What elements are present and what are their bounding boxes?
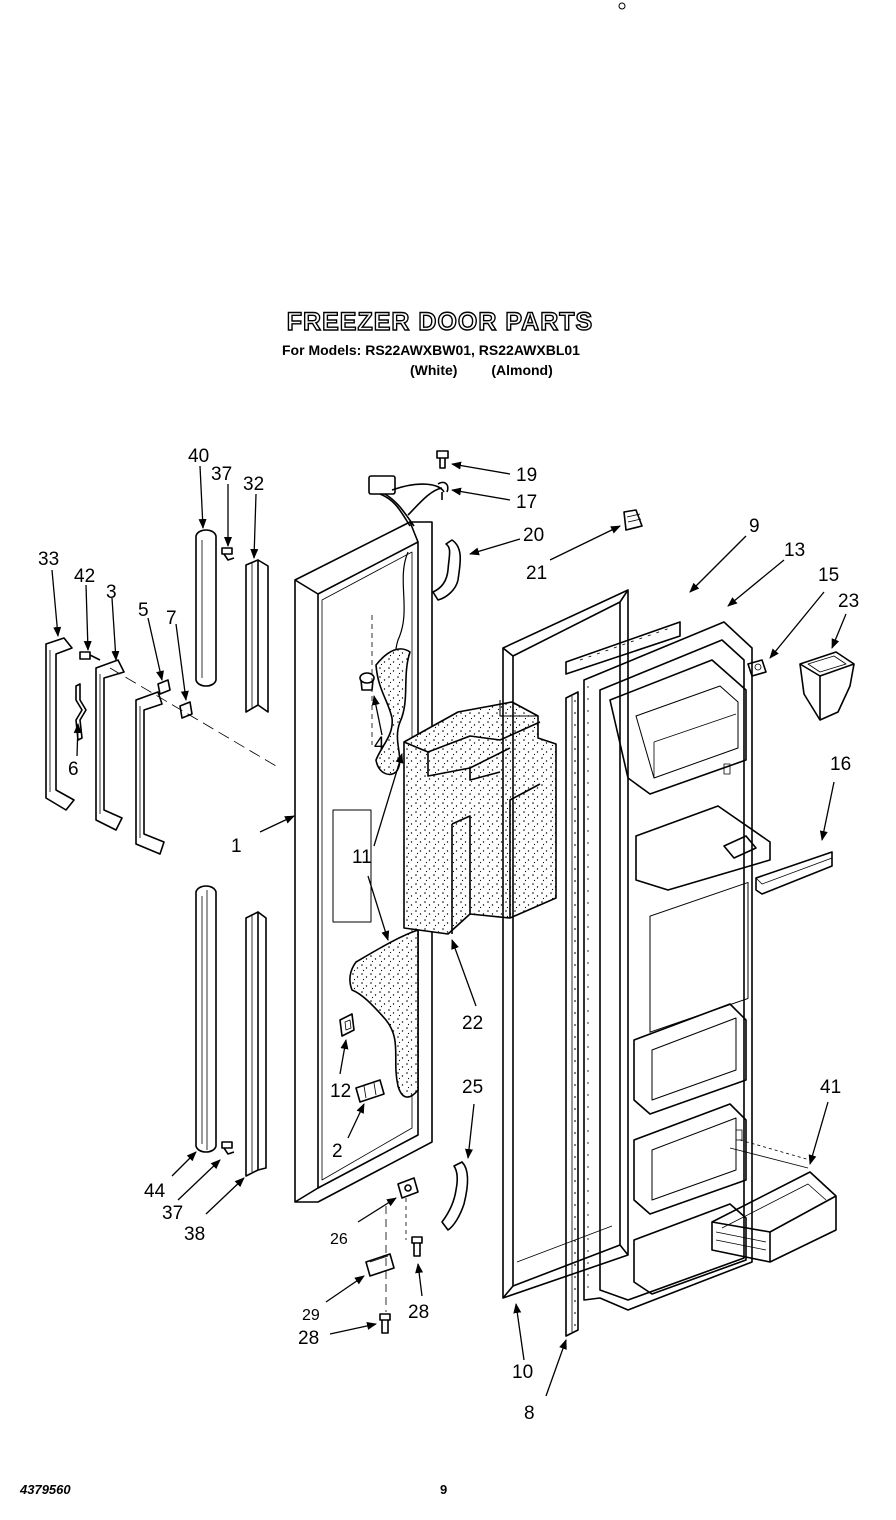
callout-23: 23 xyxy=(838,591,859,612)
foam-insulation-lower xyxy=(349,929,419,1098)
callout-10: 10 xyxy=(512,1362,533,1383)
bracket-12 xyxy=(339,1013,355,1037)
callout-2: 2 xyxy=(332,1141,343,1162)
handle-bracket-33 xyxy=(45,637,75,811)
handle-bracket-3 xyxy=(95,659,125,831)
screw-19 xyxy=(436,450,449,469)
trim-40 xyxy=(195,529,217,687)
callout-38: 38 xyxy=(184,1224,205,1245)
callout-9: 9 xyxy=(749,516,760,537)
callout-25: 25 xyxy=(462,1077,483,1098)
callout-7: 7 xyxy=(166,608,177,629)
trim-32 xyxy=(245,559,269,713)
screw-37-upper xyxy=(221,547,235,561)
callout-6: 6 xyxy=(68,759,79,780)
screw-42 xyxy=(79,651,101,661)
callout-33: 33 xyxy=(38,549,59,570)
trim-44 xyxy=(195,885,217,1153)
door-bin-41 xyxy=(711,1171,837,1263)
callout-44: 44 xyxy=(144,1181,166,1202)
gasket-frame-10 xyxy=(502,589,629,1299)
part-5 xyxy=(157,679,171,695)
tube-25 xyxy=(441,1161,469,1231)
callout-28-right: 28 xyxy=(408,1302,429,1323)
callout-37-upper: 37 xyxy=(211,464,232,485)
color-variants: (White) (Almond) xyxy=(410,362,583,378)
callout-40: 40 xyxy=(188,446,209,467)
callout-32: 32 xyxy=(243,474,264,495)
callout-17: 17 xyxy=(516,492,537,513)
callout-21: 21 xyxy=(526,563,547,584)
screw-37-lower xyxy=(221,1141,235,1155)
breaker-strip-9 xyxy=(565,621,681,675)
wire-connector-21 xyxy=(623,509,643,531)
callout-20: 20 xyxy=(523,525,544,546)
handle-bracket-front xyxy=(135,691,165,855)
page-number: 9 xyxy=(440,1482,448,1497)
page-title: FREEZER DOOR PARTS xyxy=(286,307,594,336)
variant-almond: (Almond) xyxy=(491,362,553,378)
callout-13: 13 xyxy=(784,540,805,561)
hinge-26 xyxy=(397,1177,419,1199)
callout-22: 22 xyxy=(462,1013,483,1034)
door-outer-panel xyxy=(294,521,433,1203)
callout-5: 5 xyxy=(138,600,149,621)
stray-mark xyxy=(618,2,626,10)
callout-15: 15 xyxy=(818,565,839,586)
trim-strip-16 xyxy=(755,851,833,895)
variant-white: (White) xyxy=(410,362,458,378)
clip-2 xyxy=(355,1079,385,1103)
callout-12: 12 xyxy=(330,1081,351,1102)
callout-42: 42 xyxy=(74,566,95,587)
bracket-29 xyxy=(365,1253,395,1277)
clip-17 xyxy=(437,481,449,500)
callout-19: 19 xyxy=(516,465,537,486)
document-number: 4379560 xyxy=(20,1482,71,1497)
spring-clip-6 xyxy=(75,683,87,741)
screw-15 xyxy=(747,659,767,677)
callout-11: 11 xyxy=(352,847,372,868)
wire-harness xyxy=(368,475,445,527)
callout-1: 1 xyxy=(231,836,242,857)
screw-28-upper xyxy=(411,1236,423,1257)
models-line: For Models: RS22AWXBW01, RS22AWXBL01 xyxy=(282,342,580,358)
grommet-4 xyxy=(359,672,375,691)
tube-20 xyxy=(432,539,462,601)
part-7 xyxy=(179,701,193,719)
trim-38 xyxy=(245,911,267,1177)
callout-3: 3 xyxy=(106,582,117,603)
callout-4: 4 xyxy=(374,734,385,755)
callout-37-lower: 37 xyxy=(162,1203,183,1224)
callout-29: 29 xyxy=(302,1307,320,1324)
callout-8: 8 xyxy=(524,1403,535,1424)
screw-28-lower xyxy=(379,1313,391,1334)
callout-28-left: 28 xyxy=(298,1328,319,1349)
callout-26: 26 xyxy=(330,1231,348,1248)
callout-41: 41 xyxy=(820,1077,841,1098)
callout-16: 16 xyxy=(830,754,851,775)
door-gasket-8 xyxy=(565,691,579,1337)
inner-liner-13 xyxy=(583,621,771,1311)
callout-labels: 40 37 32 33 42 3 5 7 6 1 19 17 20 21 9 1… xyxy=(38,446,859,1424)
chute-23 xyxy=(799,651,855,721)
dispenser-housing-22 xyxy=(403,700,557,935)
